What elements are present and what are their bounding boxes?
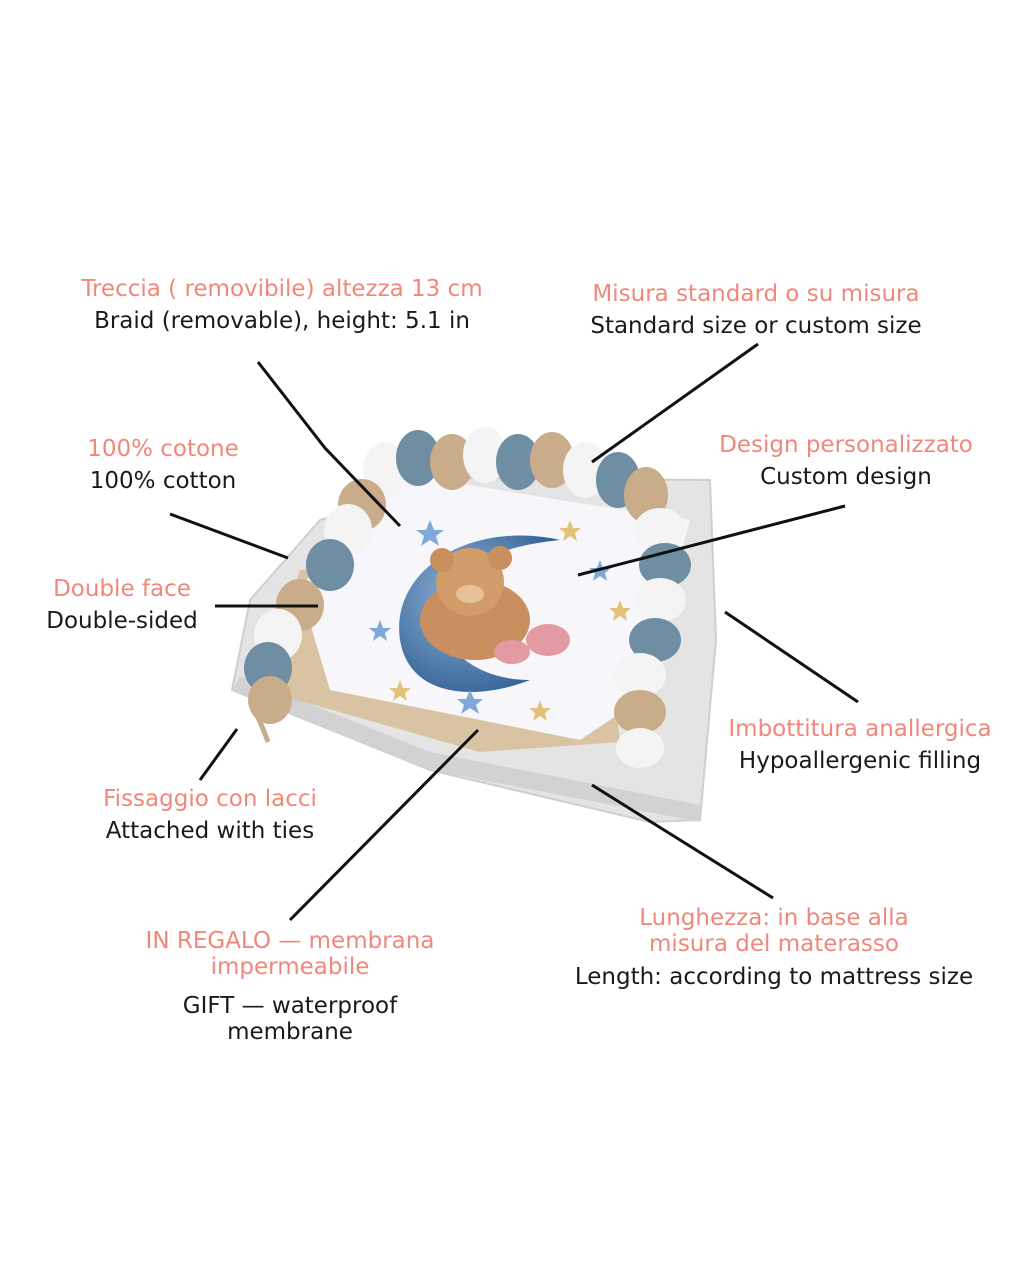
callout-braid-it: Treccia ( removibile) altezza 13 cm bbox=[81, 276, 483, 302]
callout-gift-en-2: membrane bbox=[227, 1019, 353, 1046]
callout-cotton-it: 100% cotone bbox=[87, 436, 239, 462]
callout-braid-en: Braid (removable), height: 5.1 in bbox=[94, 308, 470, 335]
callout-design-it: Design personalizzato bbox=[719, 432, 973, 458]
callout-length-it-1: Lunghezza: in base alla bbox=[639, 905, 909, 931]
callout-length: Lunghezza: in base alla misura del mater… bbox=[560, 905, 988, 990]
leader-size bbox=[591, 342, 759, 464]
callout-design: Design personalizzato Custom design bbox=[700, 432, 992, 491]
callout-length-en: Length: according to mattress size bbox=[574, 963, 974, 990]
braid-right bbox=[614, 508, 691, 768]
callout-length-it-2: misura del materasso bbox=[649, 931, 899, 958]
callout-size: Misura standard o su misura Standard siz… bbox=[560, 281, 952, 340]
callout-ties-it: Fissaggio con lacci bbox=[103, 786, 317, 812]
callout-size-it: Misura standard o su misura bbox=[592, 281, 920, 307]
leader-ties bbox=[198, 728, 239, 781]
callout-design-en: Custom design bbox=[760, 464, 932, 491]
leader-lines bbox=[169, 342, 859, 922]
callout-cotton: 100% cotone 100% cotton bbox=[58, 436, 268, 495]
callout-gift-it-2: impermeabile bbox=[210, 954, 370, 981]
callout-double-en: Double-sided bbox=[46, 608, 198, 635]
callout-ties-en: Attached with ties bbox=[105, 818, 315, 845]
callout-filling-it: Imbottitura anallergica bbox=[728, 716, 992, 742]
callout-double: Double face Double-sided bbox=[22, 576, 222, 635]
leader-length bbox=[591, 783, 774, 900]
printed-pad bbox=[300, 470, 690, 740]
leader-braid bbox=[256, 361, 402, 528]
braid-left bbox=[244, 479, 386, 724]
callout-double-it: Double face bbox=[53, 576, 191, 602]
leader-design bbox=[577, 504, 846, 577]
callout-size-en: Standard size or custom size bbox=[590, 313, 922, 340]
callout-filling: Imbottitura anallergica Hypoallergenic f… bbox=[712, 716, 1008, 775]
callout-gift-it-1: IN REGALO — membrana bbox=[145, 928, 435, 954]
leader-cotton bbox=[169, 512, 289, 560]
callout-gift-en-1: GIFT — waterproof bbox=[182, 992, 398, 1019]
callout-cotton-en: 100% cotton bbox=[89, 468, 237, 495]
callout-ties: Fissaggio con lacci Attached with ties bbox=[70, 786, 350, 845]
leader-gift bbox=[288, 728, 480, 922]
tie-ribbon bbox=[249, 703, 271, 743]
braid-back bbox=[363, 427, 668, 523]
callout-gift: IN REGALO — membrana impermeabile GIFT —… bbox=[120, 928, 460, 1046]
leader-filling bbox=[724, 610, 859, 704]
callout-filling-en: Hypoallergenic filling bbox=[738, 748, 982, 775]
callout-braid: Treccia ( removibile) altezza 13 cm Brai… bbox=[62, 276, 502, 335]
